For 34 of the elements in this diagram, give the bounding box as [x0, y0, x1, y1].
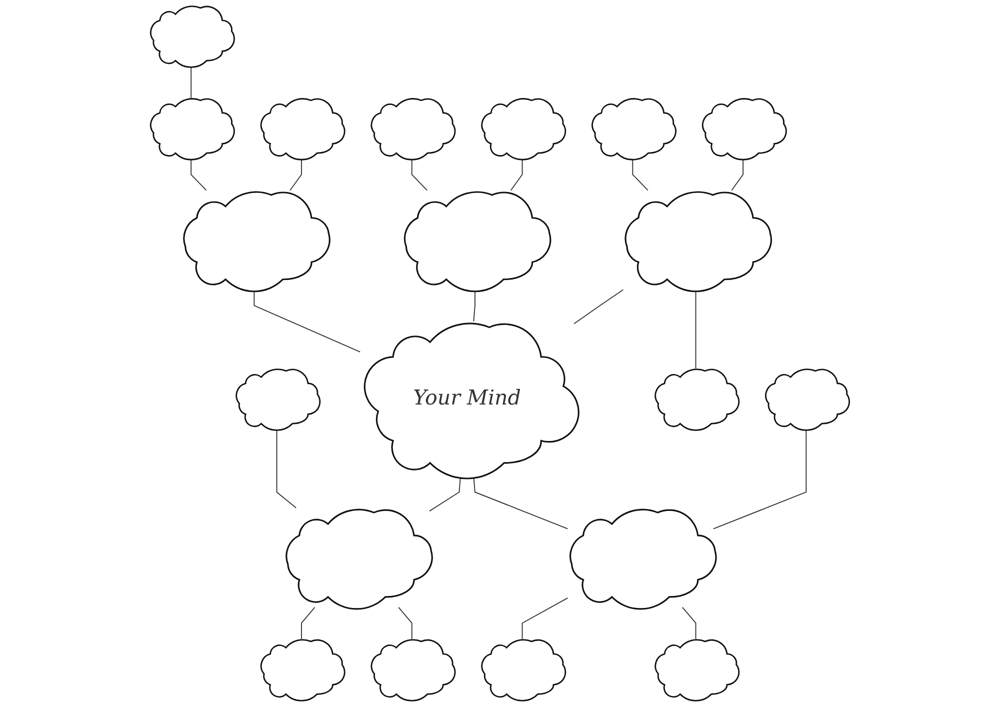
- connector-line: [632, 158, 648, 191]
- cloud: [260, 98, 346, 160]
- cloud: [150, 6, 235, 68]
- cloud: [370, 98, 456, 160]
- cloud: [183, 191, 330, 292]
- cloud: [481, 98, 566, 160]
- connector-line: [522, 597, 568, 640]
- cloud: [702, 98, 787, 160]
- connector-line: [398, 606, 412, 640]
- connector-line: [290, 158, 302, 191]
- connector-line: [682, 606, 696, 640]
- connector-line: [510, 158, 523, 191]
- cloud: [654, 639, 740, 702]
- connector-line: [712, 428, 807, 530]
- cloud: [592, 98, 677, 160]
- connector-line: [731, 158, 744, 191]
- cloud: [570, 508, 717, 610]
- cloud: [370, 639, 456, 702]
- cloud: [481, 639, 566, 702]
- connector-line: [190, 66, 192, 98]
- connector-line: [301, 606, 316, 640]
- connector-line: [276, 428, 297, 508]
- connector-line: [574, 289, 624, 324]
- connector-line: [411, 158, 428, 191]
- cloud: [260, 639, 346, 702]
- cloud: [286, 508, 433, 610]
- cloud: [654, 368, 740, 431]
- connector-line: [190, 158, 207, 191]
- cloud: [765, 368, 850, 431]
- cloud: [150, 98, 235, 160]
- cloud: Your Mind: [364, 322, 580, 480]
- cloud: [236, 368, 321, 431]
- cloud: [404, 191, 552, 292]
- cloud: [624, 191, 772, 292]
